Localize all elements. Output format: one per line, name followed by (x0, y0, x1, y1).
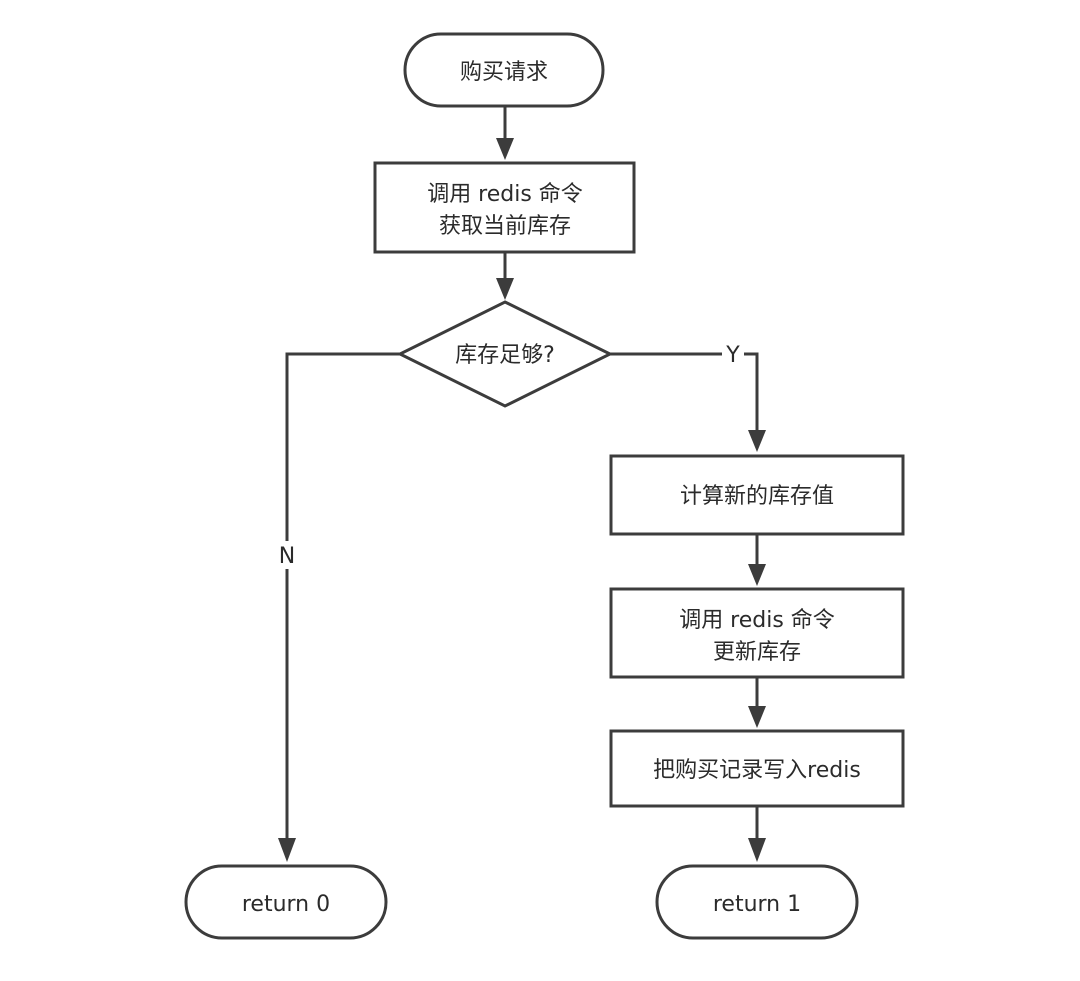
return1-node: return 1 (655, 864, 859, 940)
write-record-node: 把购买记录写入redis (609, 729, 905, 808)
arrow-head (748, 838, 766, 862)
yes-label: Y (725, 343, 740, 368)
start-node-label: 购买请求 (460, 60, 548, 85)
arrow-head (748, 564, 766, 586)
edge-labels: Y N (276, 340, 744, 569)
update-node: 调用 redis 命令 更新库存 (609, 587, 905, 679)
start-node: 购买请求 (403, 32, 605, 108)
get-stock-label-line2: 获取当前库存 (439, 214, 571, 239)
return0-label: return 0 (242, 892, 330, 917)
decision-label: 库存足够? (455, 343, 555, 368)
write-record-label: 把购买记录写入redis (653, 758, 861, 783)
edge-decision-no (285, 352, 400, 840)
update-label-line2: 更新库存 (713, 640, 801, 665)
decision-node: 库存足够? (396, 300, 614, 408)
return0-node: return 0 (184, 864, 388, 940)
arrow-head (748, 706, 766, 728)
update-label-line1: 调用 redis 命令 (679, 608, 835, 633)
arrow-head (496, 278, 514, 300)
get-stock-node: 调用 redis 命令 获取当前库存 (373, 161, 636, 254)
edge-decision-yes (610, 352, 759, 432)
return1-label: return 1 (713, 892, 801, 917)
edges (278, 106, 766, 862)
no-label-bg (276, 541, 298, 569)
arrow-head (278, 838, 296, 862)
compute-label: 计算新的库存值 (680, 484, 834, 509)
no-label: N (279, 544, 295, 569)
arrow-head (748, 430, 766, 452)
arrow-head (496, 138, 514, 160)
yes-label-bg (722, 340, 744, 368)
get-stock-label-line1: 调用 redis 命令 (427, 182, 583, 207)
compute-node: 计算新的库存值 (609, 454, 905, 536)
